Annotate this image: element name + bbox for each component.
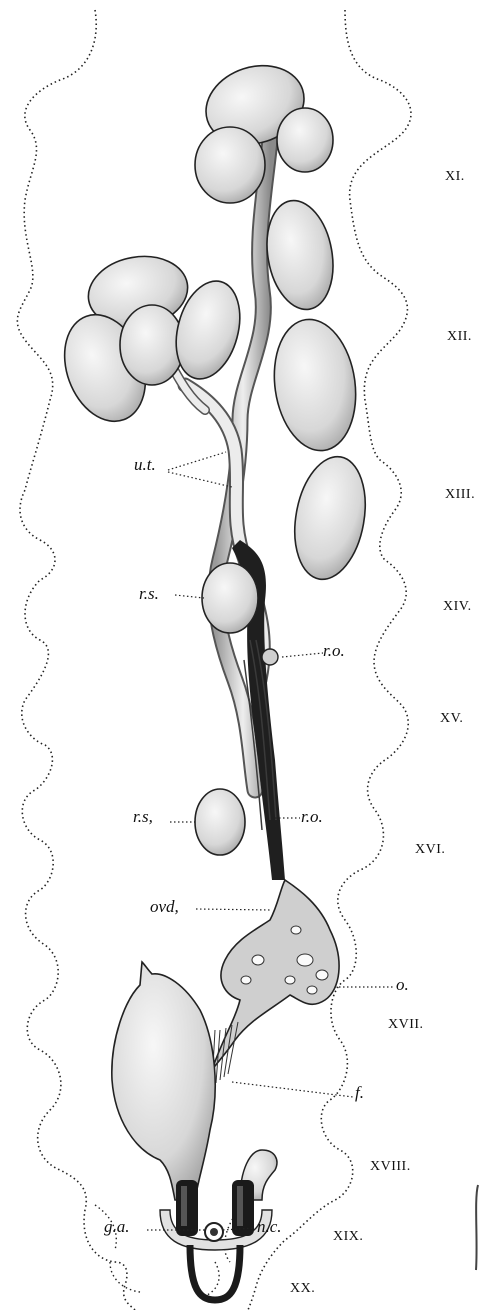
segment-label-xvi: XVI. xyxy=(415,843,445,857)
segment-label-xv: XV. xyxy=(440,712,463,726)
body-outline-left xyxy=(17,10,135,1310)
specimen-mark xyxy=(476,1185,478,1270)
label-receptaculum-ovorum-1: r.o. xyxy=(323,642,345,659)
lower-sac xyxy=(112,962,215,1200)
segment-label-xiv: XIV. xyxy=(443,600,472,614)
label-genital-apparatus: g.a. xyxy=(104,1218,130,1235)
segment-label-xx: XX. xyxy=(290,1282,315,1296)
label-uterine-tubes: u.t. xyxy=(134,456,156,473)
segment-label-xii: XII. xyxy=(447,330,472,344)
label-receptaculum-seminis-2: r.s, xyxy=(133,808,153,825)
label-oviduct: ovd, xyxy=(150,898,179,915)
segment-label-xviii: XVIII. xyxy=(370,1160,411,1174)
label-receptaculum-ovorum-2: r.o. xyxy=(301,808,323,825)
label-ovary: o. xyxy=(396,976,409,993)
segment-label-xix: XIX. xyxy=(333,1230,363,1244)
segment-label-xi: XI. xyxy=(445,170,465,184)
label-nerve-cord: n.c. xyxy=(257,1218,282,1235)
receptaculum-ovorum xyxy=(262,649,278,665)
label-receptaculum-seminis-1: r.s. xyxy=(139,585,159,602)
segment-label-xvii: XVII. xyxy=(388,1018,424,1032)
segment-label-xiii: XIII. xyxy=(445,488,475,502)
label-funnel: f. xyxy=(355,1084,364,1101)
